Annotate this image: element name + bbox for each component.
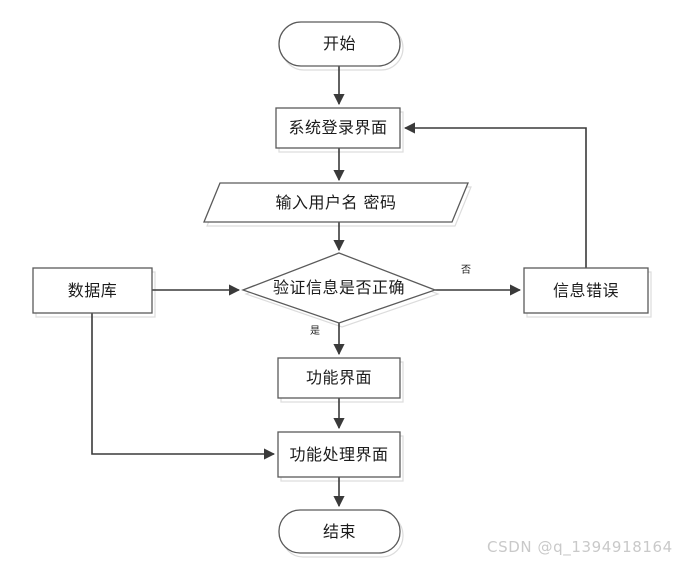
node-feature-shape bbox=[277, 357, 401, 399]
edge-error-to-login bbox=[403, 122, 587, 268]
edge-label-yes: 是 bbox=[310, 326, 320, 337]
edge-label-no: 否 bbox=[461, 265, 471, 276]
node-end-shape bbox=[278, 509, 401, 554]
watermark-text: CSDN @q_1394918164 bbox=[487, 538, 673, 556]
node-error-shape bbox=[523, 267, 649, 314]
node-verify-shape bbox=[241, 252, 437, 324]
node-processing-shape bbox=[277, 431, 401, 478]
node-database-shape bbox=[32, 267, 153, 314]
node-start-shape bbox=[278, 21, 401, 67]
edge-database-to-processing bbox=[91, 313, 276, 460]
node-login-shape bbox=[275, 107, 401, 149]
node-input-shape bbox=[203, 182, 469, 223]
